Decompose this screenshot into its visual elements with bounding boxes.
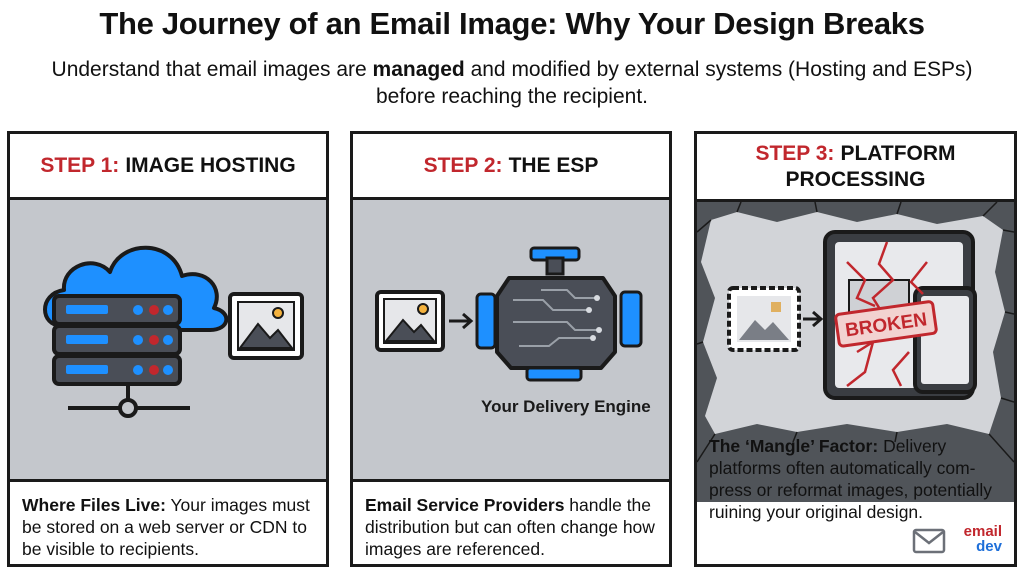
subtitle-text-start: Understand that email images are [51,58,373,81]
step-1-illustration [10,200,326,482]
step-3-body: Delivery platforms often automatically c… [709,436,993,522]
engine-caption: Your Delivery Engine [481,397,651,416]
emaildev-logo: email dev [912,522,1002,556]
step-2-description: Email Service Providers handle the distr… [365,494,659,560]
image-icon [375,290,445,352]
envelope-icon [912,528,946,554]
step-2-illustration: Your Delivery Engine [353,200,669,482]
shattered-frame [697,202,1014,502]
subtitle-text-end: and modified by external systems (Hostin… [375,58,973,108]
step-2-lead: Email Service Providers [365,495,565,515]
arrow-right-icon [803,310,824,328]
step-3-panel: STEP 3:PLATFORM PROCESSING [694,131,1017,567]
step-2-label: STEP 2: [423,153,503,177]
step-3-lead: The ‘Mangle’ Factor: [709,436,879,456]
image-icon [228,292,304,360]
step-1-heading: IMAGE HOSTING [125,153,296,177]
step-1-description: Where Files Live: Your images must be st… [22,494,316,560]
step-3-header: STEP 3:PLATFORM PROCESSING [697,134,1014,202]
page-title: The Journey of an Email Image: Why Your … [99,6,925,41]
logo-word-email: email [963,523,1002,540]
step-3-illustration: BROKEN [697,202,1014,502]
step-2-header: STEP 2:THE ESP [353,134,669,200]
step-1-header: STEP 1:IMAGE HOSTING [10,134,326,200]
server-rack-icon [52,294,190,418]
step-1-lead: Where Files Live: [22,495,166,515]
arrow-right-icon [449,312,474,330]
logo-word-dev: dev [976,538,1002,555]
step-3-description: The ‘Mangle’ Factor: Delivery platforms … [709,435,1004,523]
step-1-body: Your images must be stored on a web serv… [22,495,310,559]
step-2-heading: THE ESP [508,153,599,177]
subtitle-emphasis: managed [372,58,465,81]
step-1-label: STEP 1: [40,153,120,177]
pixelated-image-icon [727,286,801,352]
step-1-panel: STEP 1:IMAGE HOSTING [7,131,329,567]
broken-stamp-icon: BROKEN [834,300,938,348]
step-3-heading: PLATFORM PROCESSING [785,141,956,191]
page-subtitle: Understand that email images are managed… [40,56,984,110]
step-2-body: handle the distribution but can often ch… [365,495,655,559]
crack-lines [846,241,928,387]
engine-icon [475,246,643,382]
step-2-panel: STEP 2:THE ESP [350,131,672,567]
step-3-label: STEP 3: [755,141,835,165]
